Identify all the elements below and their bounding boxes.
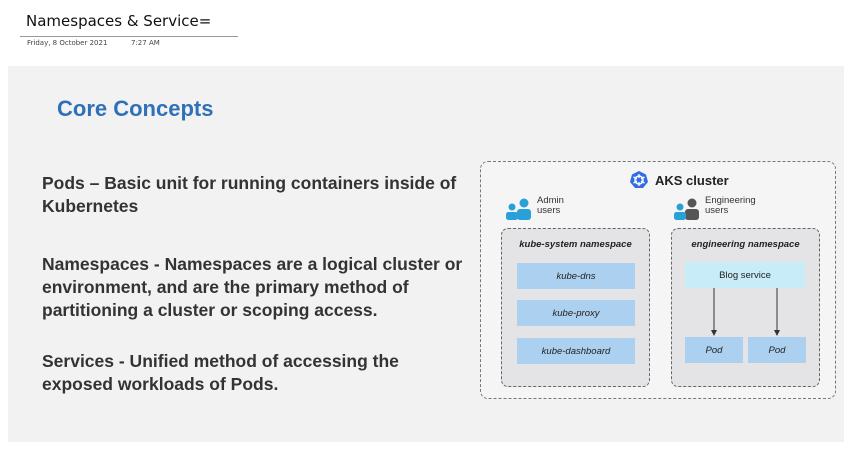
kube-proxy-box: kube-proxy (517, 300, 635, 326)
page-date: Friday, 8 October 2021 (27, 39, 108, 47)
namespace-title: engineering namespace (691, 239, 800, 250)
engineering-users: Engineering users (671, 196, 765, 222)
engineering-users-label: Engineering users (705, 195, 756, 216)
pod-box: Pod (685, 337, 743, 363)
aks-title-label: AKS cluster (655, 172, 729, 188)
aks-cluster-title: AKS cluster (629, 170, 729, 190)
blog-service-box: Blog service (685, 262, 805, 288)
users-icon (674, 198, 699, 220)
page-title: Namespaces & Service= (26, 12, 212, 30)
aks-cluster-diagram: AKS cluster Admin users Engineering user… (480, 161, 836, 399)
namespace-title: kube-system namespace (519, 239, 632, 250)
title-divider (20, 36, 238, 37)
slide-heading: Core Concepts (57, 96, 214, 121)
admin-users-label: Admin users (537, 195, 564, 216)
pod-box: Pod (748, 337, 806, 363)
kube-dns-box: kube-dns (517, 263, 635, 289)
slide-image: Core Concepts Pods – Basic unit for runn… (8, 66, 844, 442)
admin-users: Admin users (503, 196, 567, 222)
concept-pods: Pods – Basic unit for running containers… (42, 173, 457, 216)
page-time: 7:27 AM (131, 39, 160, 47)
concept-namespaces: Namespaces - Namespaces are a logical cl… (42, 254, 463, 320)
kubernetes-icon (630, 171, 648, 188)
users-icon (506, 198, 531, 220)
kube-dashboard-box: kube-dashboard (517, 338, 635, 364)
engineering-namespace: engineering namespace Blog service Pod P… (671, 228, 820, 387)
kube-system-namespace: kube-system namespace kube-dns kube-prox… (501, 228, 650, 387)
concept-services: Services - Unified method of accessing t… (42, 351, 399, 394)
